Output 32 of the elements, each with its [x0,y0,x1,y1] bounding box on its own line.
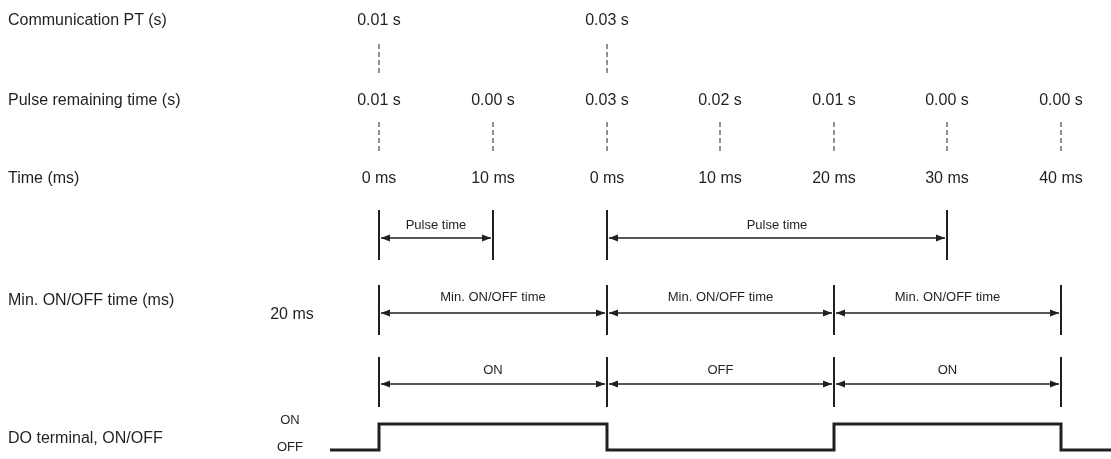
row-label: DO terminal, ON/OFF [8,429,163,447]
dimension-label: Pulse time [405,217,467,233]
row-label: Time (ms) [8,169,80,187]
time-label: 0 ms [589,169,625,187]
dimension-label: Min. ON/OFF time [667,289,774,305]
time-label: 30 ms [925,169,969,187]
dimension-label: Min. ON/OFF time [440,289,546,305]
dimension-label: ON [483,362,503,378]
dimension-label: Min. ON/OFF time [894,289,1001,305]
row-label: Pulse remaining time (s) [8,91,181,109]
value-label: 0.03 s [585,11,629,29]
value-label: 0.01 s [357,11,401,29]
value-label: 0.00 s [925,91,969,109]
value-label: 0.00 s [471,91,515,109]
value-label: 0.03 s [585,91,629,109]
dimension-label: OFF [707,362,734,378]
time-label: 20 ms [812,169,856,187]
time-label: 10 ms [698,169,742,187]
value-label: 0.01 s [357,91,401,109]
time-label: 0 ms [361,169,397,187]
row-label: Min. ON/OFF time (ms) [8,291,175,309]
row-label: Communication PT (s) [8,11,167,29]
time-label: 10 ms [471,169,515,187]
level-label: OFF [277,439,303,455]
value-label: 20 ms [270,305,314,323]
value-label: 0.01 s [812,91,856,109]
dimension-label: ON [937,362,958,378]
value-label: 0.00 s [1039,91,1083,109]
value-label: 0.02 s [698,91,742,109]
dimension-label: Pulse time [746,217,808,233]
time-label: 40 ms [1039,169,1083,187]
level-label: ON [280,412,300,428]
